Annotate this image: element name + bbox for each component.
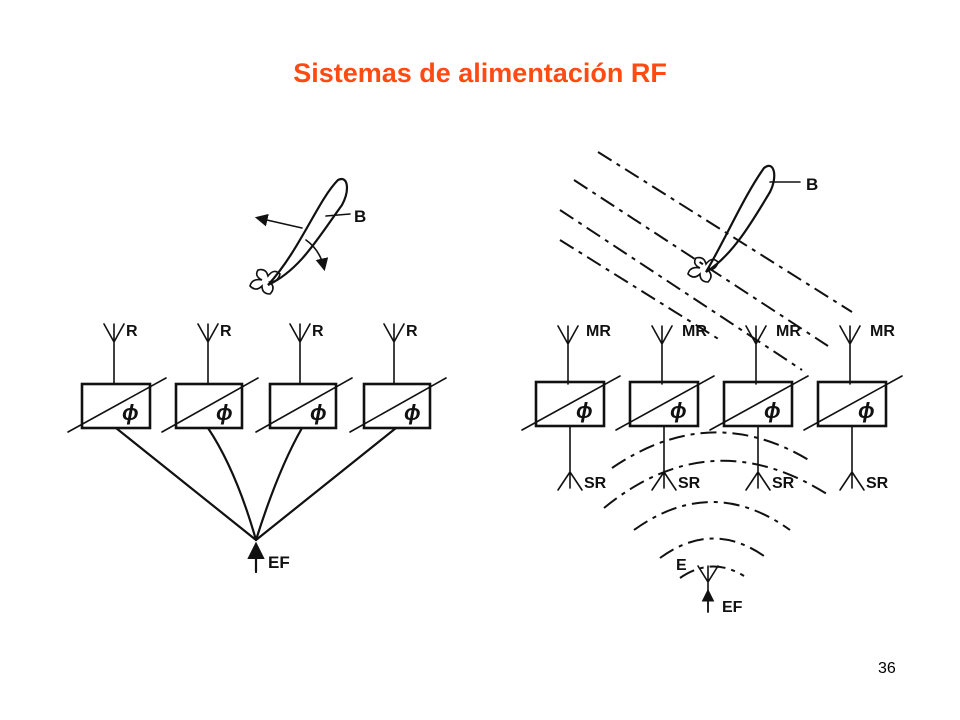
left-diagram: B R R R R ϕ bbox=[67, 177, 447, 574]
svg-text:ϕ: ϕ bbox=[764, 398, 781, 423]
left-feed-network: EF bbox=[114, 426, 398, 574]
svg-text:ϕ: ϕ bbox=[216, 400, 233, 425]
right-radiation-arcs bbox=[603, 431, 831, 579]
right-main-radiator-3: MR bbox=[745, 323, 801, 385]
right-phase-shifters: ϕ ϕ ϕ ϕ bbox=[521, 375, 903, 431]
left-phase-shifter-4: ϕ bbox=[349, 377, 447, 433]
right-main-radiator-1: MR bbox=[557, 323, 611, 385]
left-phase-shifter-1: ϕ bbox=[67, 377, 167, 433]
right-secondary-receivers: SR SR SR SR bbox=[557, 425, 889, 492]
left-radiator-3: R bbox=[289, 323, 324, 385]
right-main-radiator-2: MR bbox=[651, 323, 707, 385]
right-receiver-2: SR bbox=[651, 425, 701, 492]
svg-text:ϕ: ϕ bbox=[310, 400, 327, 425]
right-receiver-1: SR bbox=[557, 425, 607, 492]
slide-title: Sistemas de alimentación RF bbox=[293, 58, 667, 88]
left-radiators: R R R R bbox=[103, 323, 418, 385]
right-receiver-4: SR bbox=[839, 425, 889, 492]
svg-text:SR: SR bbox=[678, 475, 701, 492]
left-radiator-1: R bbox=[103, 323, 138, 385]
right-wavefronts bbox=[559, 151, 853, 371]
svg-text:SR: SR bbox=[772, 475, 795, 492]
left-phase-shifter-3: ϕ bbox=[255, 377, 353, 433]
left-beam-lobe: B bbox=[249, 177, 366, 295]
svg-text:MR: MR bbox=[776, 323, 801, 340]
svg-text:R: R bbox=[126, 323, 138, 340]
svg-text:ϕ: ϕ bbox=[858, 398, 875, 423]
svg-text:R: R bbox=[312, 323, 324, 340]
left-beam-label: B bbox=[354, 207, 366, 226]
right-diagram: B MR MR MR MR bbox=[521, 151, 903, 616]
svg-text:ϕ: ϕ bbox=[576, 398, 593, 423]
left-radiator-4: R bbox=[383, 323, 418, 385]
right-emitter-label: E bbox=[676, 557, 687, 574]
right-phase-shifter-3: ϕ bbox=[709, 375, 809, 431]
svg-text:MR: MR bbox=[870, 323, 895, 340]
svg-text:MR: MR bbox=[586, 323, 611, 340]
right-beam-label: B bbox=[806, 175, 818, 194]
left-phase-shifter-2: ϕ bbox=[161, 377, 259, 433]
right-phase-shifter-2: ϕ bbox=[615, 375, 715, 431]
svg-text:ϕ: ϕ bbox=[670, 398, 687, 423]
right-emitter: E EF bbox=[676, 557, 743, 616]
left-feed-label: EF bbox=[268, 553, 290, 572]
svg-text:R: R bbox=[406, 323, 418, 340]
right-feed-label: EF bbox=[722, 599, 743, 616]
left-phase-shifters: ϕ ϕ ϕ ϕ bbox=[67, 377, 447, 433]
left-radiator-2: R bbox=[197, 323, 232, 385]
svg-text:MR: MR bbox=[682, 323, 707, 340]
right-receiver-3: SR bbox=[745, 425, 795, 492]
svg-text:ϕ: ϕ bbox=[404, 400, 421, 425]
svg-text:SR: SR bbox=[584, 475, 607, 492]
right-main-radiator-4: MR bbox=[839, 323, 895, 385]
right-phase-shifter-4: ϕ bbox=[803, 375, 903, 431]
page-number: 36 bbox=[878, 660, 896, 677]
svg-text:ϕ: ϕ bbox=[122, 400, 139, 425]
right-phase-shifter-1: ϕ bbox=[521, 375, 621, 431]
right-main-radiators: MR MR MR MR bbox=[557, 323, 895, 385]
svg-text:R: R bbox=[220, 323, 232, 340]
svg-text:SR: SR bbox=[866, 475, 889, 492]
right-beam-lobe: B bbox=[687, 164, 818, 283]
